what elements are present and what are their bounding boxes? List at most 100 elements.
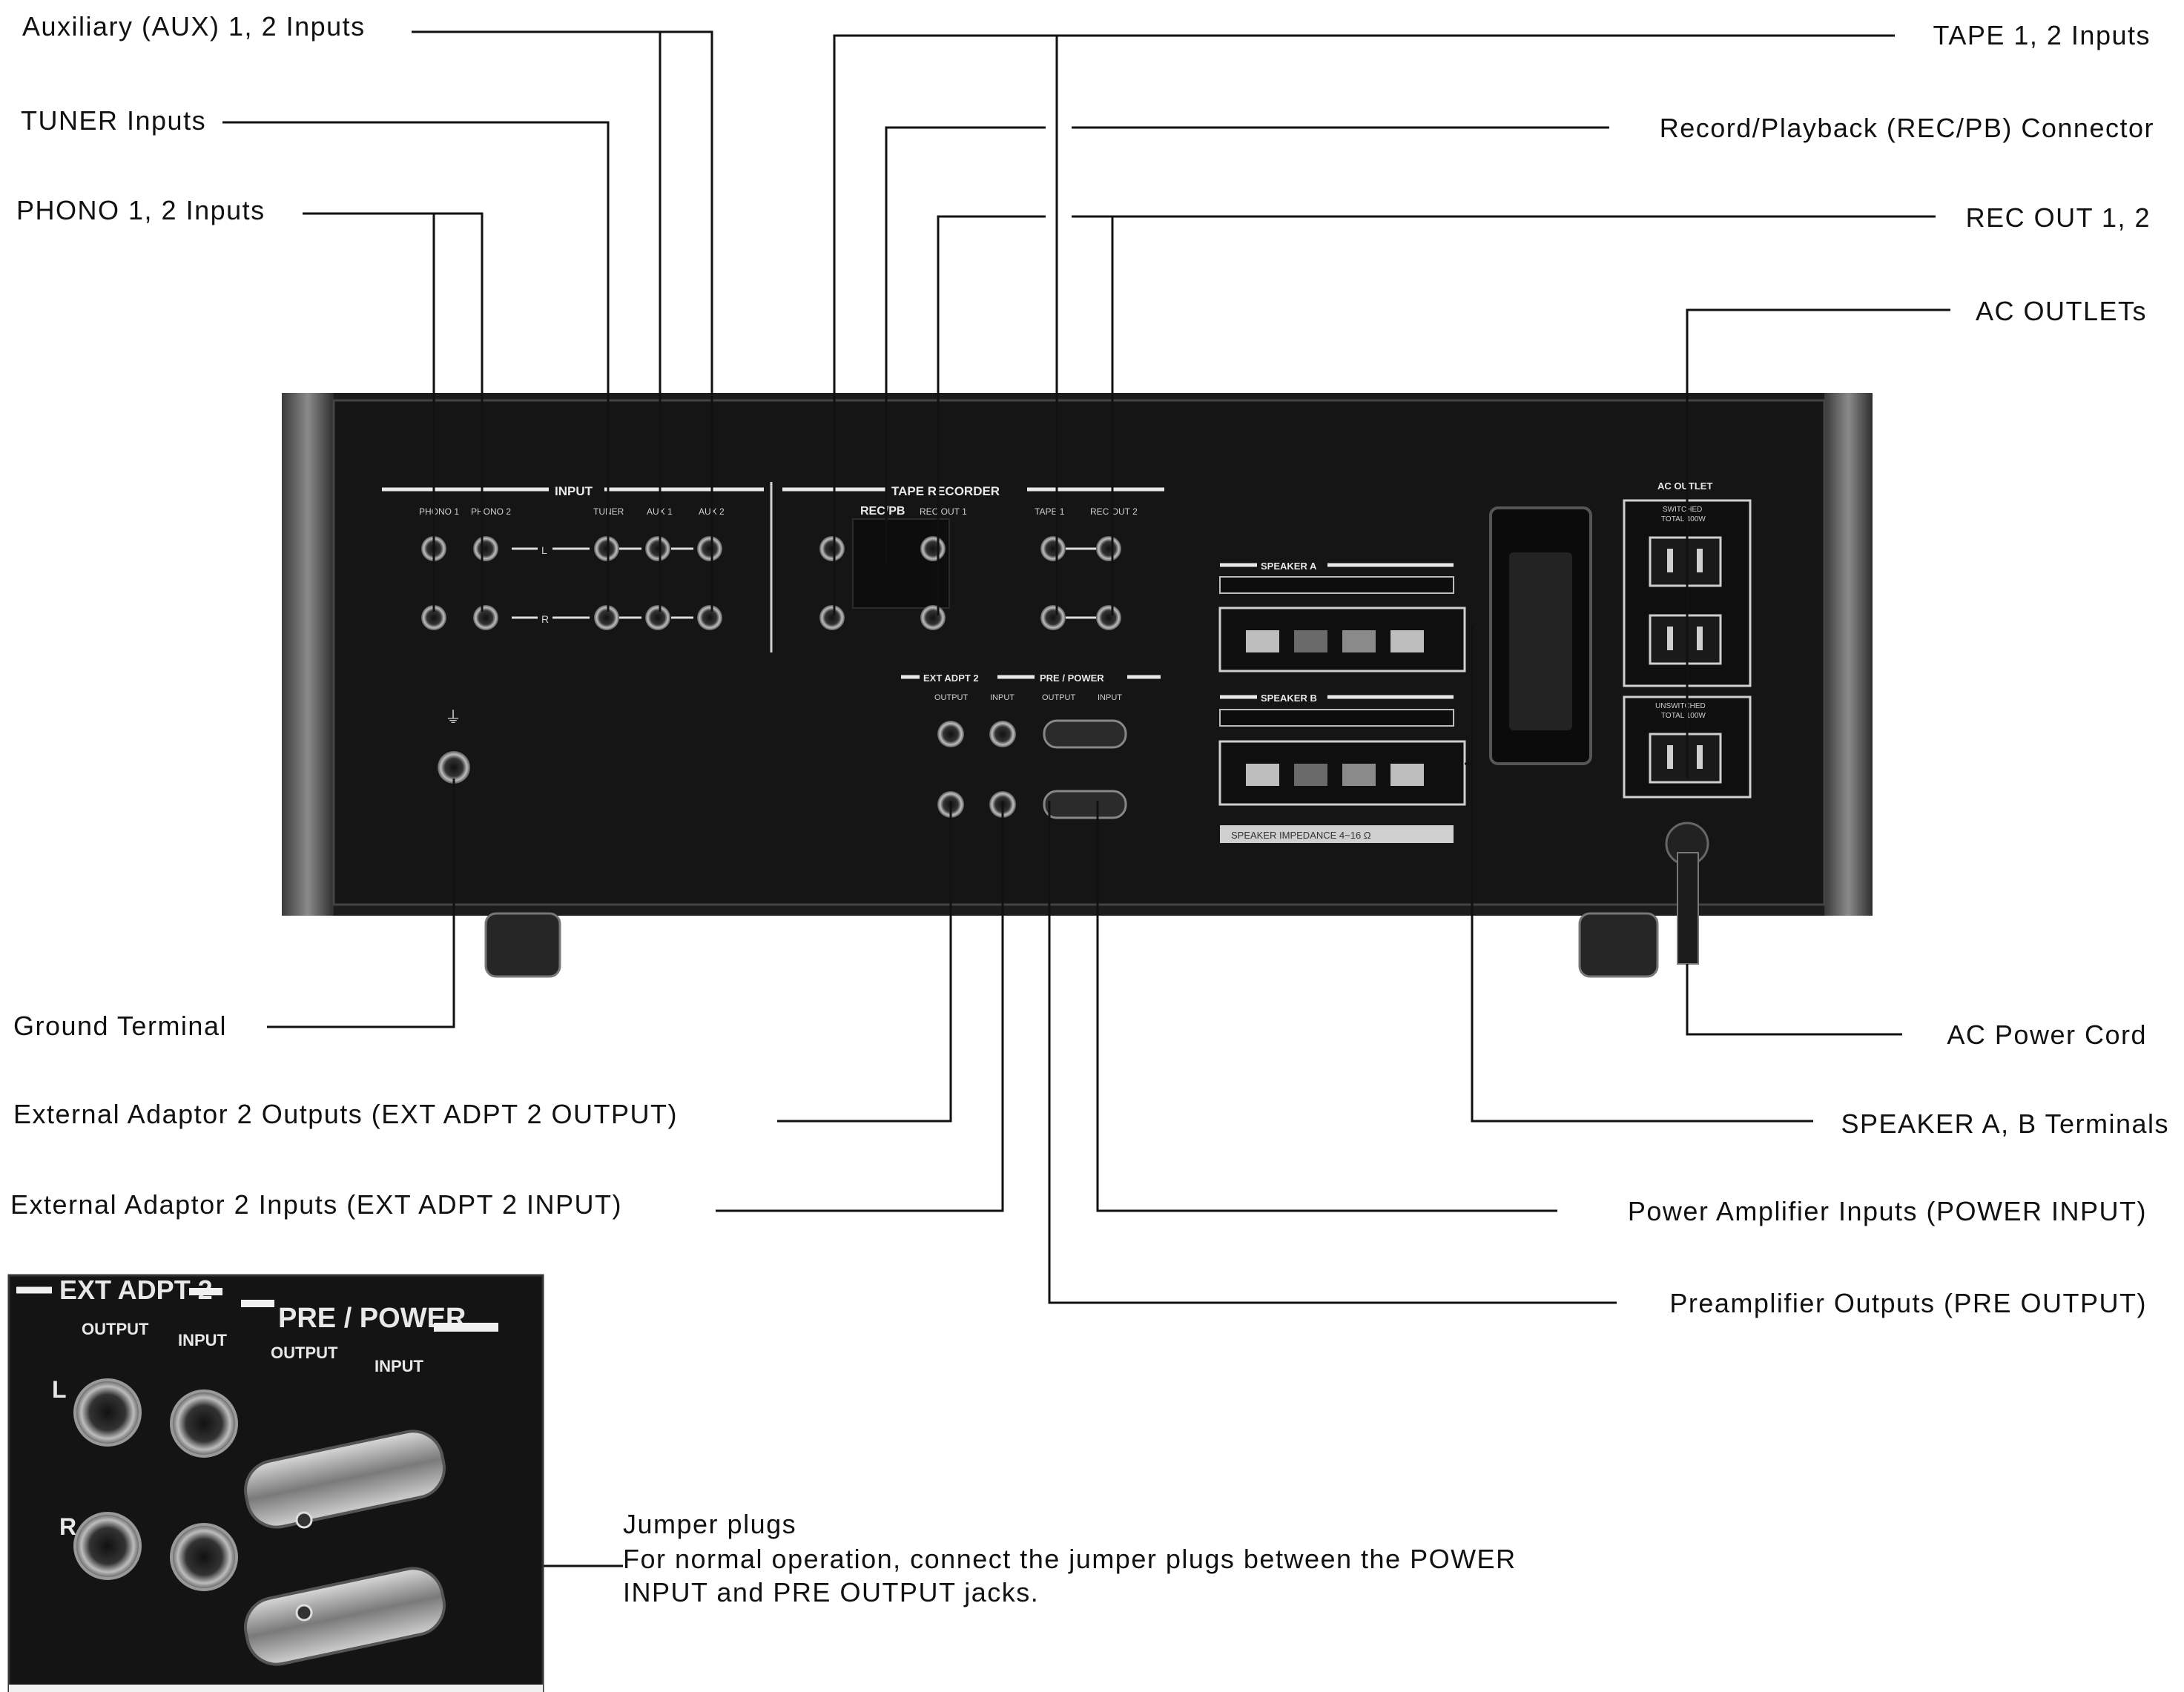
leader-lines [222, 30, 1950, 1614]
callout-ext-adpt2-outputs: External Adaptor 2 Outputs (EXT ADPT 2 O… [13, 1099, 678, 1129]
callouts: Auxiliary (AUX) 1, 2 Inputs TUNER Inputs… [10, 11, 2170, 1318]
back-plate [332, 399, 1826, 906]
callout-ac-outlets: AC OUTLETs [1976, 296, 2147, 326]
ground-symbol-icon: ⏚ [445, 708, 461, 727]
inset-input1-label: INPUT [178, 1331, 228, 1349]
jumper-caption: Jumper plugs For normal operation, conne… [623, 1509, 1517, 1607]
tuner-left-jack [594, 536, 619, 561]
inset-input2-label: INPUT [375, 1357, 424, 1375]
pre-power-panel-label: PRE / POWER [1040, 672, 1104, 684]
inset-right-label: R [59, 1513, 76, 1540]
callout-preamp-outputs: Preamplifier Outputs (PRE OUTPUT) [1669, 1288, 2147, 1318]
jumper-title: Jumper plugs [623, 1509, 796, 1539]
callout-ext-adpt2-inputs: External Adaptor 2 Inputs (EXT ADPT 2 IN… [10, 1189, 622, 1220]
left-side-panel [282, 393, 334, 916]
tape-recorder-section: TAPE RECORDER REC/PB REC OUT 1 TAPE 1 RE… [782, 484, 1164, 630]
input-section-label: INPUT [555, 484, 593, 498]
switched-total-label: TOTAL 400W [1661, 515, 1706, 523]
input-right-label: R [541, 613, 549, 625]
power-input-label: INPUT [1098, 693, 1122, 702]
switched-outlet-2 [1649, 614, 1722, 665]
inset-ext-input-right-jack [170, 1523, 238, 1591]
inset-ext-output-right-jack [73, 1512, 142, 1580]
rec-out1-left-jack [920, 536, 946, 561]
vent-panel [1509, 552, 1572, 730]
switched-label: SWITCHED [1663, 506, 1702, 514]
unswitched-outlet [1649, 733, 1722, 784]
speaker-b-label: SPEAKER B [1261, 693, 1317, 704]
callout-speaker-terminals: SPEAKER A, B Terminals [1841, 1108, 2170, 1139]
aux1-left-jack [645, 536, 670, 561]
right-foot [1578, 912, 1659, 978]
callout-rec-pb-connector: Record/Playback (REC/PB) Connector [1660, 113, 2154, 143]
inset-ext-output-left-jack [73, 1378, 142, 1447]
rec-out2-left-jack [1096, 536, 1121, 561]
ac-outlet-panel-label: AC OUTLET [1657, 480, 1712, 492]
ext-adpt2-panel-label: EXT ADPT 2 [923, 672, 979, 684]
phono1-right-jack [421, 605, 446, 630]
rec-out1-label: REC OUT 1 [920, 506, 967, 517]
speaker-b-polarity-strip [1219, 709, 1454, 727]
tape-recorder-label: TAPE RECORDER [891, 484, 1000, 498]
input-section: INPUT PHONO 1 PHONO 2 TUNER AUX 1 AUX 2 … [382, 482, 773, 784]
aux2-right-jack [697, 605, 722, 630]
ext-output-label: OUTPUT [934, 693, 969, 702]
phono1-label: PHONO 1 [419, 506, 459, 517]
tuner-right-jack [594, 605, 619, 630]
inset-ext-adpt2-label: EXT ADPT 2 [59, 1275, 213, 1305]
rec-pb-din-connector [852, 518, 950, 609]
inset-jumper-plug-right [244, 1567, 446, 1666]
speaker-impedance-label: SPEAKER IMPEDANCE 4~16 Ω [1231, 830, 1371, 841]
inset-ext-input-left-jack [170, 1389, 238, 1458]
callout-phono-inputs: PHONO 1, 2 Inputs [16, 195, 265, 225]
speaker-section: SPEAKER A SPEAKER B SPEAKER IMPEDANCE 4~… [1218, 561, 1466, 843]
ac-power-cord [1677, 852, 1699, 965]
ext-input-label: INPUT [990, 693, 1015, 702]
callout-ac-power-cord: AC Power Cord [1947, 1020, 2147, 1050]
tape2-right-jack [1040, 605, 1066, 630]
tape1-left-jack [819, 536, 845, 561]
callout-aux-inputs: Auxiliary (AUX) 1, 2 Inputs [22, 11, 366, 42]
ext-adpt-pre-power-section: EXT ADPT 2 PRE / POWER OUTPUT INPUT OUTP… [901, 672, 1161, 819]
phono2-right-jack [473, 605, 498, 630]
rec-out2-label: REC OUT 2 [1090, 506, 1138, 517]
rec-out1-right-jack [920, 605, 946, 630]
unswitched-label: UNSWITCHED [1655, 702, 1706, 710]
switched-outlet-1 [1649, 536, 1722, 587]
tape2-left-jack [1040, 536, 1066, 561]
phono2-label: PHONO 2 [471, 506, 511, 517]
inset-jumper-plug-left [244, 1430, 446, 1529]
callout-ground-terminal: Ground Terminal [13, 1011, 227, 1041]
inset-left-label: L [52, 1376, 67, 1403]
inset-output1-label: OUTPUT [82, 1320, 149, 1338]
left-foot [484, 912, 561, 978]
speaker-impedance-plate [1220, 825, 1454, 843]
jumper-plug-left [1043, 719, 1127, 749]
pre-output-label: OUTPUT [1042, 693, 1076, 702]
inset-output2-label: OUTPUT [271, 1344, 338, 1362]
callout-tape-inputs: TAPE 1, 2 Inputs [1933, 20, 2151, 50]
jumper-line1: For normal operation, connect the jumper… [623, 1544, 1517, 1574]
speaker-a-polarity-strip [1219, 576, 1454, 594]
unswitched-total-label: TOTAL 100W [1661, 712, 1706, 720]
right-side-panel [1824, 393, 1873, 916]
jumper-plug-right [1043, 790, 1127, 819]
callout-power-amp-inputs: Power Amplifier Inputs (POWER INPUT) [1628, 1196, 2147, 1226]
tape1-label: TAPE 1 [1035, 506, 1065, 517]
ext-output-left-jack [937, 721, 964, 747]
ground-terminal [438, 751, 470, 784]
callout-rec-out: REC OUT 1, 2 [1966, 202, 2151, 233]
tape1-right-jack [819, 605, 845, 630]
aux2-left-jack [697, 536, 722, 561]
phono2-left-jack [473, 536, 498, 561]
speaker-a-label: SPEAKER A [1261, 561, 1317, 572]
ext-input-left-jack [989, 721, 1016, 747]
amplifier-chassis [282, 393, 1873, 978]
input-left-label: L [541, 544, 547, 556]
rec-pb-label: REC/PB [860, 505, 905, 518]
aux1-right-jack [645, 605, 670, 630]
jumper-line2: INPUT and PRE OUTPUT jacks. [623, 1577, 1039, 1607]
rec-out2-right-jack [1096, 605, 1121, 630]
jumper-inset-photo: EXT ADPT 2 PRE / POWER OUTPUT INPUT OUTP… [7, 1274, 544, 1692]
